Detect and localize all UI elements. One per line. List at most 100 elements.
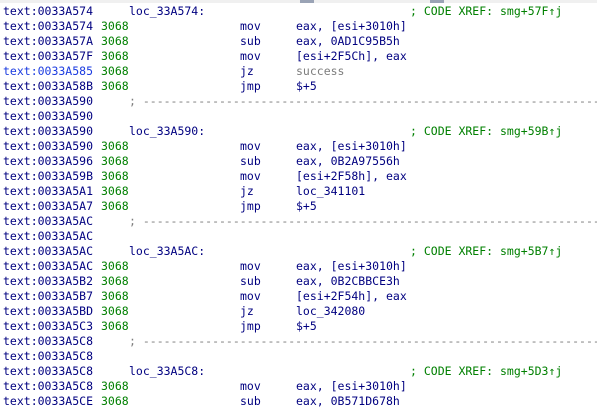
listing-line[interactable]: text:0033A5C8 xyxy=(0,349,597,364)
stack-delta-text: 3068 xyxy=(101,139,129,153)
instruction-mnemonic: sub xyxy=(240,394,261,407)
address-text: text:0033A585 xyxy=(3,64,94,78)
code-label[interactable]: loc_33A574: xyxy=(129,4,206,18)
listing-line[interactable]: text:0033A590 xyxy=(0,109,597,124)
code-label[interactable]: loc_33A5AC: xyxy=(129,244,206,258)
instruction-operands[interactable]: eax, [esi+3010h] xyxy=(296,19,407,33)
navigator-marker xyxy=(430,0,444,3)
listing-line[interactable]: text:0033A59B 3068 mov [esi+2F58h], eax xyxy=(0,169,597,184)
stack-delta-text: 3068 xyxy=(101,304,129,318)
instruction-operands[interactable]: eax, 0B2CBBCE3h xyxy=(296,274,400,288)
code-xref-comment[interactable]: ; CODE XREF: smg+5B7↑j xyxy=(410,244,563,258)
listing-line[interactable]: text:0033A590 loc_33A590: ; CODE XREF: smg… xyxy=(0,124,597,139)
address-text: text:0033A574 xyxy=(3,4,94,18)
instruction-mnemonic: jmp xyxy=(240,199,261,213)
address-text: text:0033A57F xyxy=(3,49,94,63)
address-text: text:0033A59B xyxy=(3,169,94,183)
listing-line[interactable]: text:0033A590 3068 mov eax, [esi+3010h] xyxy=(0,139,597,154)
instruction-mnemonic: sub xyxy=(240,154,261,168)
instruction-operands[interactable]: loc_341101 xyxy=(296,184,366,198)
stack-delta-text: 3068 xyxy=(101,394,129,407)
instruction-mnemonic: sub xyxy=(240,34,261,48)
address-text: text:0033A590 xyxy=(3,109,94,123)
stack-delta-text: 3068 xyxy=(101,259,129,273)
address-text: text:0033A5A1 xyxy=(3,184,94,198)
stack-delta-text: 3068 xyxy=(101,154,129,168)
instruction-mnemonic: jz xyxy=(240,304,254,318)
listing-line[interactable]: text:0033A5AC; -------------------------… xyxy=(0,214,597,229)
stack-delta-text: 3068 xyxy=(101,379,129,393)
address-text: text:0033A590 xyxy=(3,124,94,138)
instruction-operands[interactable]: [esi+2F54h], eax xyxy=(296,289,407,303)
listing-line[interactable]: text:0033A590; -------------------------… xyxy=(0,94,597,109)
instruction-operands[interactable]: loc_342080 xyxy=(296,304,366,318)
address-text: text:0033A57A xyxy=(3,34,94,48)
address-text: text:0033A574 xyxy=(3,19,94,33)
stack-delta-text: 3068 xyxy=(101,49,129,63)
instruction-mnemonic: mov xyxy=(240,259,261,273)
instruction-operands[interactable]: eax, 0B2A97556h xyxy=(296,154,400,168)
listing-line[interactable]: text:0033A574 loc_33A574: ; CODE XREF: smg… xyxy=(0,4,597,19)
listing-line[interactable]: text:0033A5CE 3068 sub eax, 0B571D678h xyxy=(0,394,597,407)
instruction-mnemonic: sub xyxy=(240,274,261,288)
address-text: text:0033A5C3 xyxy=(3,319,94,333)
listing-line[interactable]: text:0033A5C8; -------------------------… xyxy=(0,334,597,349)
stack-delta-text: 3068 xyxy=(101,319,129,333)
instruction-operands[interactable]: eax, [esi+3010h] xyxy=(296,379,407,393)
instruction-operands[interactable]: eax, [esi+3010h] xyxy=(296,139,407,153)
address-text: text:0033A5AC xyxy=(3,214,94,228)
overview-navigator-bar[interactable] xyxy=(0,0,597,3)
code-label[interactable]: loc_33A5C8: xyxy=(129,364,206,378)
address-text: text:0033A590 xyxy=(3,139,94,153)
address-text: text:0033A5C8 xyxy=(3,349,94,363)
instruction-operands[interactable]: [esi+2F5Ch], eax xyxy=(296,49,407,63)
code-xref-comment[interactable]: ; CODE XREF: smg+5D3↑j xyxy=(410,364,563,378)
stack-delta-text: 3068 xyxy=(101,79,129,93)
instruction-operands[interactable]: eax, [esi+3010h] xyxy=(296,259,407,273)
instruction-operands[interactable]: $+5 xyxy=(296,319,317,333)
instruction-mnemonic: jmp xyxy=(240,79,261,93)
instruction-operands[interactable]: $+5 xyxy=(296,79,317,93)
instruction-operands[interactable]: eax, 0B571D678h xyxy=(296,394,400,407)
stack-delta-text: 3068 xyxy=(101,184,129,198)
instruction-operands[interactable]: success xyxy=(296,64,345,78)
listing-line[interactable]: text:0033A5BD 3068 jz loc_342080 xyxy=(0,304,597,319)
instruction-mnemonic: jz xyxy=(240,64,254,78)
address-text: text:0033A5A7 xyxy=(3,199,94,213)
instruction-operands[interactable]: eax, 0AD1C95B5h xyxy=(296,34,400,48)
instruction-mnemonic: mov xyxy=(240,139,261,153)
address-text: text:0033A5BD xyxy=(3,304,94,318)
address-text: text:0033A5C8 xyxy=(3,379,94,393)
code-xref-comment[interactable]: ; CODE XREF: smg+57F↑j xyxy=(410,4,563,18)
instruction-operands[interactable]: $+5 xyxy=(296,199,317,213)
address-text: text:0033A5AC xyxy=(3,229,94,243)
address-text: text:0033A590 xyxy=(3,94,94,108)
address-text: text:0033A5B2 xyxy=(3,274,94,288)
navigator-marker xyxy=(300,0,314,3)
address-text: text:0033A5B7 xyxy=(3,289,94,303)
listing-line[interactable]: text:0033A5AC xyxy=(0,229,597,244)
stack-delta-text: 3068 xyxy=(101,289,129,303)
address-text: text:0033A5CE xyxy=(3,394,94,407)
stack-delta-text: 3068 xyxy=(101,169,129,183)
instruction-mnemonic: mov xyxy=(240,169,261,183)
code-label[interactable]: loc_33A590: xyxy=(129,124,206,138)
code-xref-comment[interactable]: ; CODE XREF: smg+59B↑j xyxy=(410,124,563,138)
instruction-operands[interactable]: [esi+2F58h], eax xyxy=(296,169,407,183)
